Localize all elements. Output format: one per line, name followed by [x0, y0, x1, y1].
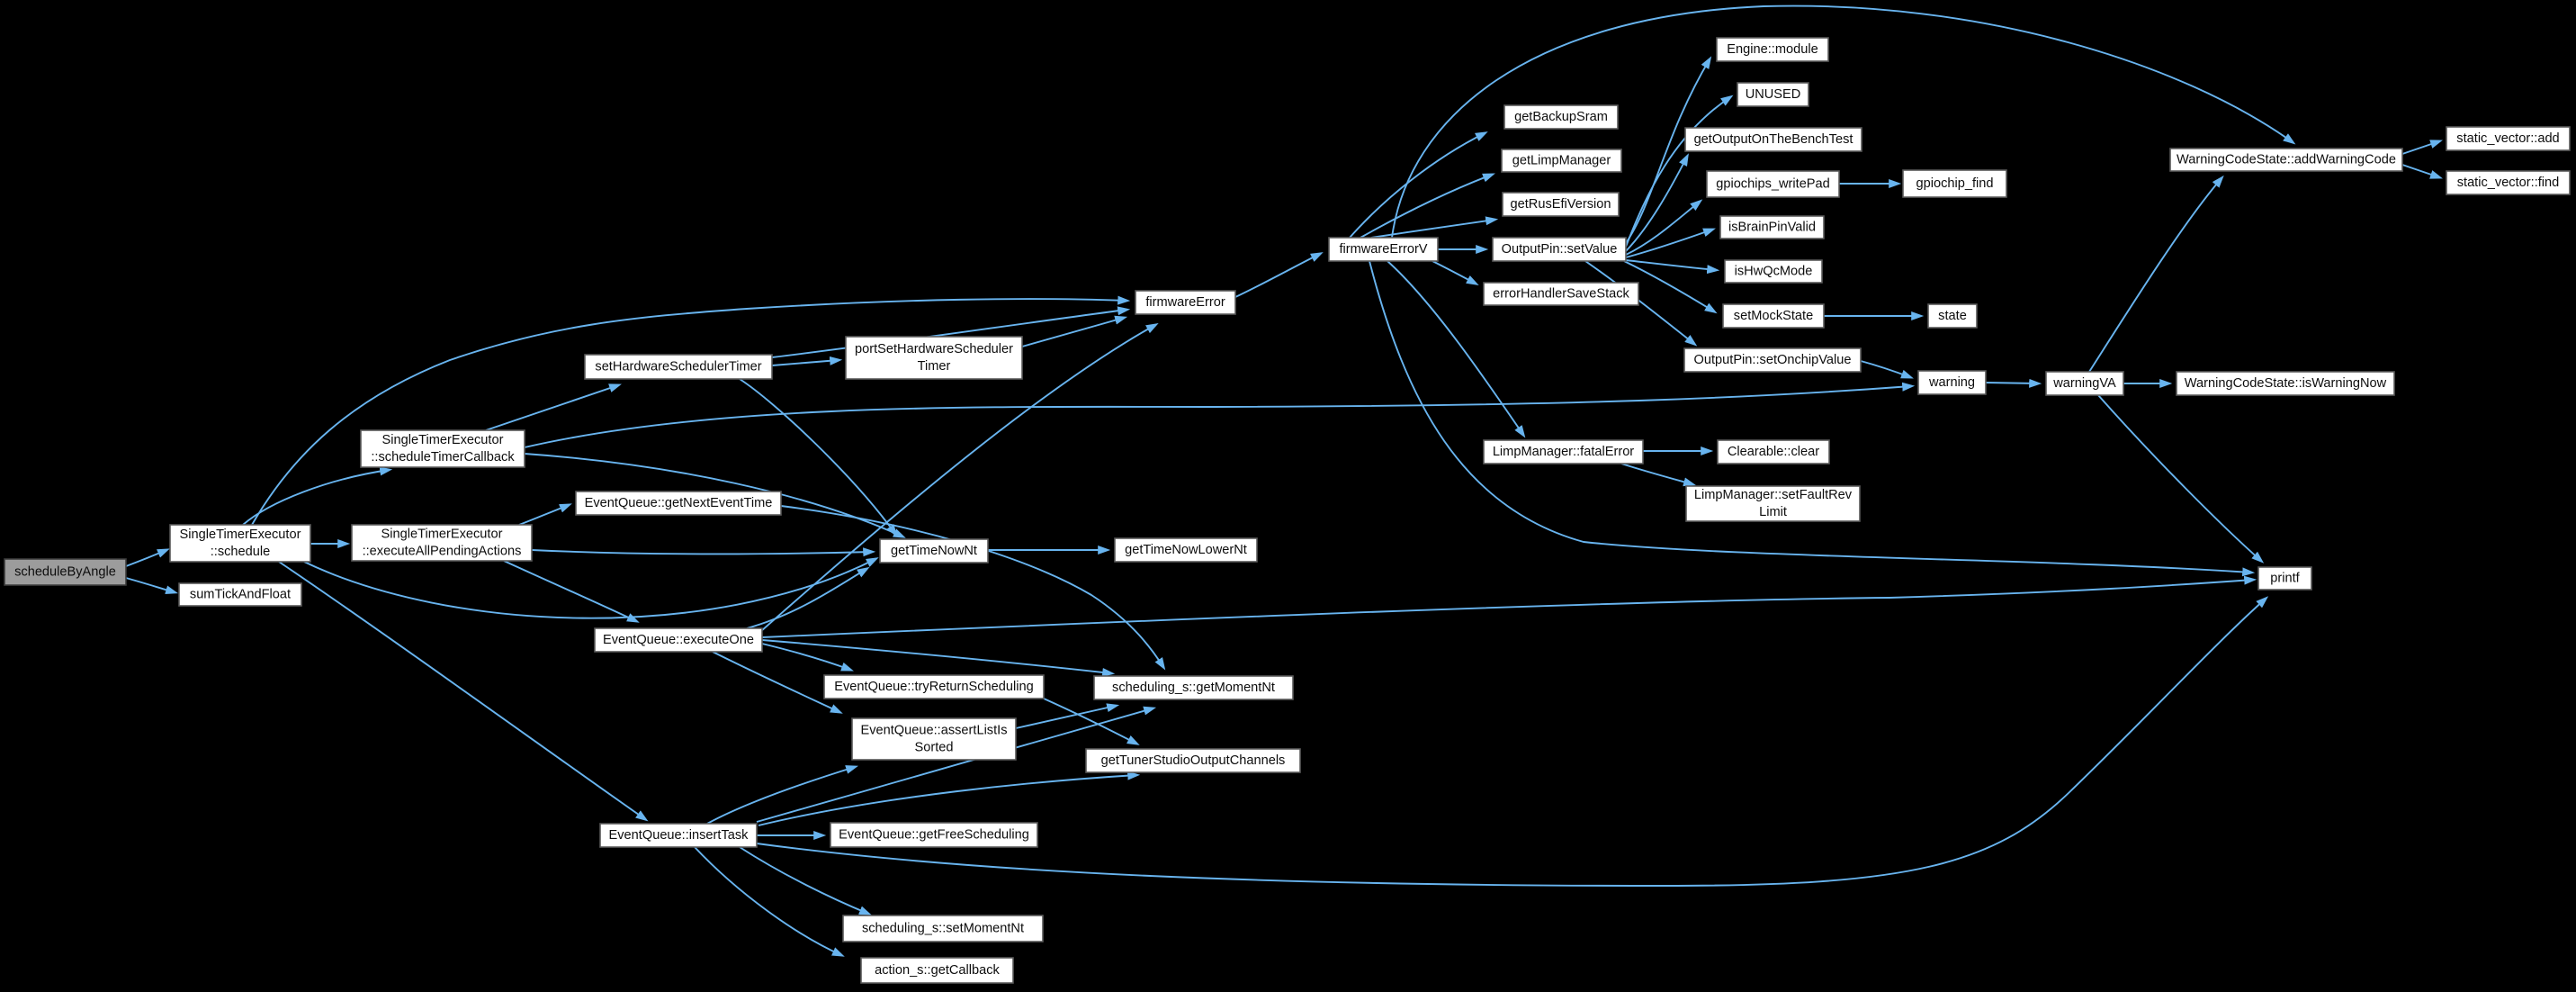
svg-text:::scheduleTimerCallback: ::scheduleTimerCallback [371, 450, 515, 464]
svg-text:Clearable::clear: Clearable::clear [1728, 445, 1819, 459]
svg-text:firmwareError: firmwareError [1145, 295, 1225, 310]
svg-text:setMockState: setMockState [1734, 309, 1813, 323]
svg-text:getRusEfiVersion: getRusEfiVersion [1511, 197, 1611, 212]
svg-text:EventQueue::assertListIs: EventQueue::assertListIs [860, 724, 1007, 738]
svg-text:isHwQcMode: isHwQcMode [1735, 265, 1813, 279]
svg-text:static_vector::add: static_vector::add [2456, 131, 2559, 146]
svg-text:WarningCodeState::addWarningCo: WarningCodeState::addWarningCode [2177, 153, 2396, 167]
svg-text:EventQueue::insertTask: EventQueue::insertTask [609, 828, 749, 843]
svg-text:gpiochips_writePad: gpiochips_writePad [1716, 177, 1830, 192]
svg-text:sumTickAndFloat: sumTickAndFloat [190, 588, 291, 602]
svg-text:state: state [1938, 309, 1967, 323]
svg-text:getOutputOnTheBenchTest: getOutputOnTheBenchTest [1694, 132, 1853, 147]
svg-text:Engine::module: Engine::module [1727, 42, 1818, 57]
svg-text:UNUSED: UNUSED [1746, 87, 1801, 102]
svg-text:SingleTimerExecutor: SingleTimerExecutor [381, 528, 503, 542]
svg-text:isBrainPinValid: isBrainPinValid [1728, 221, 1816, 235]
svg-text:warning: warning [1928, 375, 1975, 390]
svg-text:Limit: Limit [1759, 505, 1787, 519]
svg-text:WarningCodeState::isWarningNow: WarningCodeState::isWarningNow [2185, 376, 2387, 391]
svg-text:OutputPin::setOnchipValue: OutputPin::setOnchipValue [1694, 353, 1852, 367]
svg-text:setHardwareSchedulerTimer: setHardwareSchedulerTimer [595, 360, 761, 374]
svg-text:::schedule: ::schedule [211, 545, 271, 559]
svg-text:getLimpManager: getLimpManager [1512, 154, 1611, 168]
svg-text:EventQueue::getNextEventTime: EventQueue::getNextEventTime [585, 496, 773, 510]
svg-text:getTimeNowLowerNt: getTimeNowLowerNt [1125, 543, 1247, 557]
svg-text:LimpManager::setFaultRev: LimpManager::setFaultRev [1694, 488, 1853, 502]
svg-text:getTunerStudioOutputChannels: getTunerStudioOutputChannels [1101, 753, 1286, 768]
svg-text:Timer: Timer [918, 359, 951, 374]
svg-text:EventQueue::tryReturnSchedulin: EventQueue::tryReturnScheduling [834, 680, 1033, 694]
svg-text:warningVA: warningVA [2052, 376, 2116, 391]
svg-text:portSetHardwareScheduler: portSetHardwareScheduler [855, 342, 1013, 356]
svg-text:SingleTimerExecutor: SingleTimerExecutor [180, 528, 301, 542]
svg-text:gpiochip_find: gpiochip_find [1916, 176, 1993, 191]
svg-text:Sorted: Sorted [915, 741, 954, 755]
svg-text:scheduling_s::getMomentNt: scheduling_s::getMomentNt [1112, 681, 1275, 695]
svg-text:getBackupSram: getBackupSram [1514, 110, 1608, 124]
svg-text:errorHandlerSaveStack: errorHandlerSaveStack [1493, 287, 1629, 302]
svg-text:firmwareErrorV: firmwareErrorV [1339, 242, 1427, 257]
svg-text:EventQueue::getFreeScheduling: EventQueue::getFreeScheduling [839, 828, 1029, 843]
svg-text:scheduleByAngle: scheduleByAngle [14, 565, 116, 580]
svg-text:EventQueue::executeOne: EventQueue::executeOne [603, 633, 754, 647]
svg-text:static_vector::find: static_vector::find [2457, 176, 2560, 190]
svg-text:OutputPin::setValue: OutputPin::setValue [1502, 242, 1618, 257]
svg-text:::executeAllPendingActions: ::executeAllPendingActions [363, 545, 522, 559]
svg-text:getTimeNowNt: getTimeNowNt [891, 544, 977, 558]
svg-text:scheduling_s::setMomentNt: scheduling_s::setMomentNt [862, 922, 1024, 936]
svg-text:printf: printf [2270, 572, 2300, 586]
svg-text:LimpManager::fatalError: LimpManager::fatalError [1493, 445, 1634, 459]
svg-text:action_s::getCallback: action_s::getCallback [875, 963, 1000, 978]
svg-text:SingleTimerExecutor: SingleTimerExecutor [382, 433, 504, 447]
